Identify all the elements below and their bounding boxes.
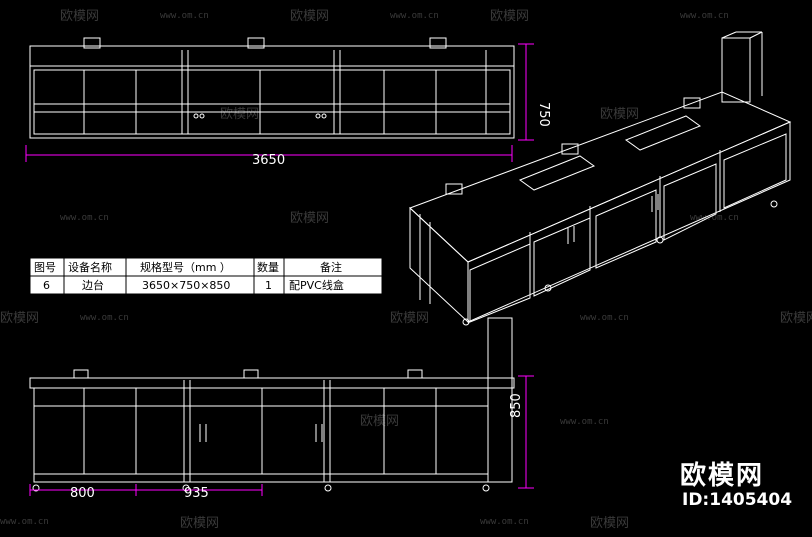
top-view-dimensions [25,43,534,162]
logo-id: ID:1405404 [682,490,793,510]
iso-caster [462,318,470,326]
watermark-brand: 欧模网 [180,516,219,531]
watermark-brand: 欧模网 [60,9,99,24]
handle-icon [321,113,327,119]
watermarks: 欧模网 www.om.cn 欧模网 www.om.cn 欧模网 www.om.c… [0,9,812,531]
table-cell: 边台 [82,278,104,292]
iso-cutout [624,115,702,151]
iso-column [721,37,751,103]
watermark-site: www.om.cn [680,11,729,21]
iso-column-edge [721,31,737,39]
watermark-site: www.om.cn [560,417,609,427]
watermark-brand: 欧模网 [780,311,812,326]
table-cell: 配PVC线盒 [289,278,344,292]
watermark-brand: 欧模网 [600,107,639,122]
iso-front-panel [467,121,791,323]
table-cell: 3650×750×850 [142,279,230,292]
iso-cabinet-door [533,217,591,297]
watermark-site: www.om.cn [0,517,49,527]
front-caster [482,484,490,492]
front-outlet-box [73,369,89,379]
iso-cabinet-door [469,243,531,323]
watermark-site: www.om.cn [60,213,109,223]
outlet-box [247,37,265,49]
watermark-site: www.om.cn [390,11,439,21]
dim-label-width: 3650 [252,153,285,168]
iso-outlet-box [683,97,701,109]
iso-cutout [518,155,596,191]
front-view-dimensions [29,375,534,496]
watermark-site: www.om.cn [580,313,629,323]
front-view [29,317,515,492]
table-cell: 6 [43,279,50,292]
top-view-inner [33,69,511,135]
watermark-brand: 欧模网 [490,9,529,24]
dim-label-bay-a: 800 [70,486,95,501]
dim-label-bay-b: 935 [184,486,209,501]
table-cell: 1 [265,279,272,292]
logo-brand: 欧模网 [680,461,765,491]
iso-cabinet-door [595,189,657,269]
watermark-brand: 欧模网 [360,414,399,429]
front-view-column [487,317,513,483]
handle-icon [315,113,321,119]
handle-icon [193,113,199,119]
watermark-site: www.om.cn [480,517,529,527]
front-outlet-box [243,369,259,379]
table-header-cell: 设备名称 [68,260,112,274]
watermark-brand: 欧模网 [390,311,429,326]
watermark-site: www.om.cn [160,11,209,21]
iso-caster [770,200,778,208]
watermark-brand: 欧模网 [590,516,629,531]
outlet-box [83,37,101,49]
table-header-cell: 规格型号（mm ） [140,260,231,274]
dim-label-height: 850 [509,393,524,418]
iso-cabinet-door [663,163,717,241]
iso-outlet-box [561,143,579,155]
spec-table: 图号 设备名称 规格型号（mm ） 数量 备注 6 边台 3650×750×85… [29,257,383,295]
front-outlet-box [407,369,423,379]
iso-caster [544,284,552,292]
front-caster [32,484,40,492]
iso-caster [656,236,664,244]
watermark-site: www.om.cn [690,213,739,223]
front-view-body [33,387,489,483]
front-caster [324,484,332,492]
watermark-brand: 欧模网 [290,211,329,226]
watermark-brand: 欧模网 [0,311,39,326]
top-view [29,37,515,139]
iso-column-edge [749,31,763,39]
top-view-outline [29,45,515,139]
iso-outlet-box [445,183,463,195]
watermark-site: www.om.cn [80,313,129,323]
table-header-cell: 数量 [257,261,279,274]
table-header-cell: 图号 [34,261,56,274]
handle-icon [199,113,205,119]
watermark-brand: 欧模网 [220,107,259,122]
front-caster [182,484,190,492]
iso-end-panel [409,206,469,324]
front-view-countertop [29,377,515,389]
outlet-box [429,37,447,49]
iso-cabinet-door [723,133,787,209]
dim-label-depth: 750 [536,102,551,127]
table-header-cell: 备注 [320,260,342,274]
watermark-brand: 欧模网 [290,9,329,24]
isometric-view [409,31,792,326]
